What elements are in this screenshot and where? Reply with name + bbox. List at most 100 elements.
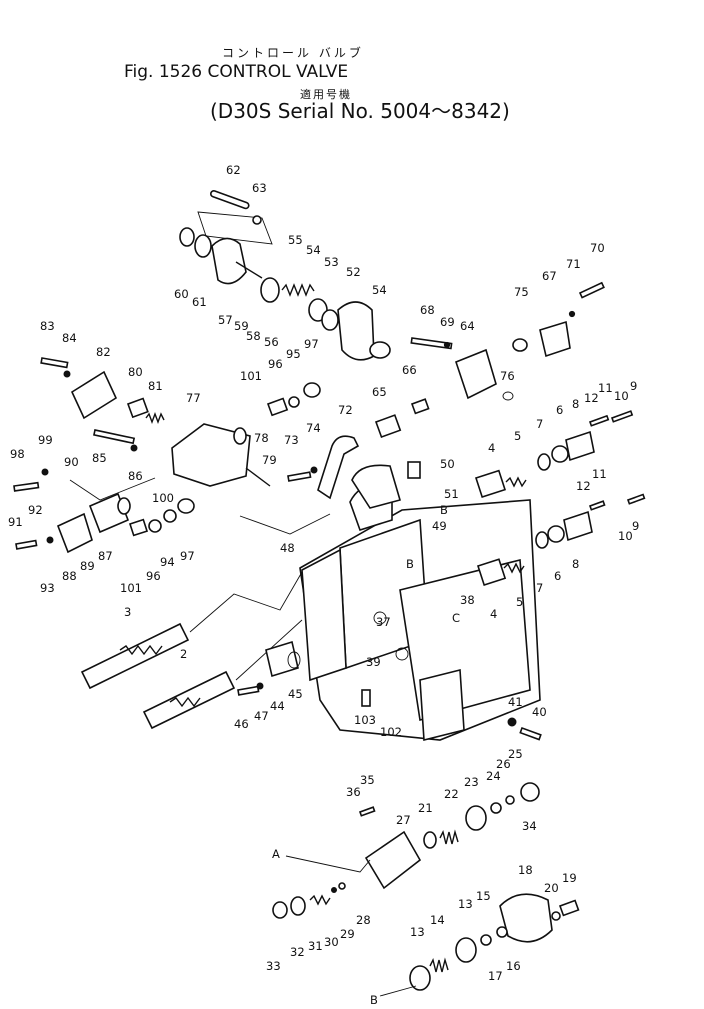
callout-38: 38 <box>460 593 475 607</box>
body-foot-102 <box>419 668 465 742</box>
callout-45: 45 <box>288 687 303 701</box>
callout-49: 49 <box>432 519 447 533</box>
plate-8b <box>563 510 593 542</box>
callout-65: 65 <box>372 385 387 399</box>
callout-57: 57 <box>218 313 233 327</box>
callout-94: 94 <box>160 555 175 569</box>
tube-72 <box>317 435 360 500</box>
oring-24 <box>490 802 502 814</box>
callout-97: 97 <box>304 337 319 351</box>
bolt-70 <box>578 281 605 299</box>
bolt-73 <box>287 471 312 482</box>
bolt-19 <box>558 899 580 917</box>
oring-39 <box>395 647 409 661</box>
callout-7: 7 <box>536 417 543 431</box>
bolt-40 <box>519 726 542 741</box>
washer-69 <box>443 341 451 349</box>
oring-37 <box>373 611 387 625</box>
top-cover-assembly <box>179 190 391 361</box>
bolt-83 <box>40 357 69 369</box>
japanese-applicability-label: 適用号機 <box>300 88 352 101</box>
callout-2: 2 <box>180 647 187 661</box>
plug-101 <box>266 397 289 417</box>
leader-90 <box>69 477 156 501</box>
washer-96 <box>148 519 162 533</box>
callout-87: 87 <box>98 549 113 563</box>
left-lower-assembly <box>13 468 195 554</box>
callout-51: 51 <box>444 487 459 501</box>
oring-15 <box>480 934 492 946</box>
callout-99: 99 <box>38 433 53 447</box>
left-middle-assembly <box>40 357 321 487</box>
bolt-46 <box>237 685 260 696</box>
callout-93: 93 <box>40 581 55 595</box>
callout-84: 84 <box>62 331 77 345</box>
rod-79 <box>245 467 271 487</box>
callout-69: 69 <box>440 315 455 329</box>
right-upper-assembly <box>317 281 605 500</box>
callout-76: 76 <box>500 369 515 383</box>
callout-46: 46 <box>234 717 249 731</box>
plate-82 <box>70 370 118 420</box>
callout-75: 75 <box>514 285 529 299</box>
callout-5-b: 5 <box>516 595 523 609</box>
plate-88 <box>56 512 93 554</box>
bolt-85 <box>93 429 136 445</box>
callout-26: 26 <box>496 757 511 771</box>
seat-6b <box>547 525 565 543</box>
figure-title: Fig. 1526 CONTROL VALVE <box>124 62 349 82</box>
callout-54-b: 54 <box>372 283 387 297</box>
leader-a <box>285 855 371 873</box>
callout-8: 8 <box>572 397 579 411</box>
callout-18: 18 <box>518 863 533 877</box>
callout-13: 13 <box>410 925 425 939</box>
callout-a: A <box>272 847 280 861</box>
spool-3 <box>80 622 190 690</box>
spool-3-lands <box>119 644 163 656</box>
washer-41 <box>507 717 517 727</box>
ring-26 <box>505 795 515 805</box>
cover-44 <box>265 640 299 678</box>
callout-12-b: 12 <box>576 479 591 493</box>
callout-90: 90 <box>64 455 79 469</box>
callout-8-b: 8 <box>572 557 579 571</box>
callout-14: 14 <box>430 913 445 927</box>
bolt-98 <box>13 481 40 492</box>
callout-6-b: 6 <box>554 569 561 583</box>
callout-98: 98 <box>10 447 25 461</box>
seat-56 <box>260 277 280 303</box>
callout-74: 74 <box>306 421 321 435</box>
serial-range: (D30S Serial No. 5004～8342) <box>210 99 510 123</box>
washer-20 <box>551 911 561 921</box>
callout-102: 102 <box>380 725 402 739</box>
callout-64: 64 <box>460 319 475 333</box>
bolt-9a <box>610 410 634 423</box>
callout-28: 28 <box>356 913 371 927</box>
callout-82: 82 <box>96 345 111 359</box>
washer-86 <box>130 444 138 452</box>
callout-29: 29 <box>340 927 355 941</box>
fitting-51 <box>351 464 401 509</box>
callout-21: 21 <box>418 801 433 815</box>
ring-16 <box>496 926 508 938</box>
bolt-11a <box>588 414 610 427</box>
plug-33 <box>272 901 288 919</box>
plug-4a <box>474 469 507 499</box>
callout-40: 40 <box>532 705 547 719</box>
bolt-11b <box>588 500 606 511</box>
plug-60 <box>179 227 195 247</box>
callout-54: 54 <box>306 243 321 257</box>
callout-6: 6 <box>556 403 563 417</box>
spring-22 <box>439 829 459 845</box>
callout-103: 103 <box>354 713 376 727</box>
japanese-title: コントロール バルブ <box>222 46 364 60</box>
spring-14 <box>429 957 449 973</box>
callout-13-b: 13 <box>458 897 473 911</box>
cap-52 <box>337 301 375 361</box>
callout-15: 15 <box>476 889 491 903</box>
washer-63 <box>252 215 262 225</box>
callout-12: 12 <box>584 391 599 405</box>
callout-55: 55 <box>288 233 303 247</box>
